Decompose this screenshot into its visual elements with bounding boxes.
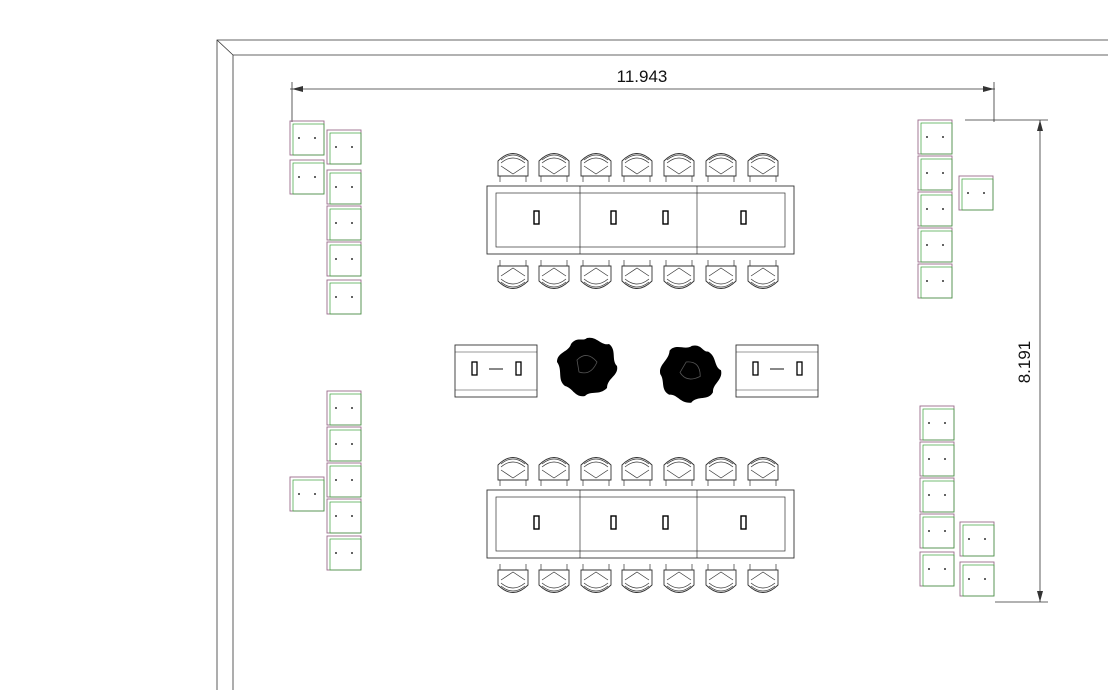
chair-icon <box>580 457 612 487</box>
top-table-chairs-south <box>497 259 779 289</box>
bottom-left-cabinet-cluster <box>289 390 362 571</box>
bottom-conference-table <box>486 489 795 559</box>
chair-icon <box>705 457 737 487</box>
chair-icon <box>497 259 529 289</box>
cabinet-icon <box>919 441 955 477</box>
chair-icon <box>580 259 612 289</box>
chair-icon <box>538 563 570 593</box>
cabinet-icon <box>326 129 362 165</box>
top-conference-table <box>486 185 795 255</box>
center-right-desk <box>735 344 819 398</box>
chair-icon <box>663 457 695 487</box>
height-dimension-line: 8.191 <box>965 119 1048 603</box>
chair-icon <box>705 563 737 593</box>
bottom-table-chairs-north <box>497 457 779 487</box>
chair-icon <box>705 259 737 289</box>
chair-icon <box>747 457 779 487</box>
plant-icon <box>647 331 732 417</box>
cabinet-icon <box>917 227 953 263</box>
bottom-table-chairs-south <box>497 563 779 593</box>
chair-icon <box>621 563 653 593</box>
cabinet-icon <box>326 535 362 571</box>
chair-icon <box>538 153 570 183</box>
cabinet-icon <box>917 119 953 155</box>
cabinet-icon <box>919 477 955 513</box>
top-table-chairs-north <box>497 153 779 183</box>
cabinet-icon <box>959 521 995 557</box>
top-left-cabinet-cluster <box>289 120 362 315</box>
bottom-right-cabinet-cluster <box>919 405 995 597</box>
cabinet-icon <box>917 263 953 299</box>
cabinet-icon <box>326 279 362 315</box>
chair-icon <box>747 259 779 289</box>
chair-icon <box>580 563 612 593</box>
cabinet-icon <box>326 241 362 277</box>
cabinet-icon <box>917 155 953 191</box>
top-right-cabinet-cluster <box>917 119 994 299</box>
cabinet-icon <box>958 175 994 211</box>
cabinet-icon <box>326 169 362 205</box>
chair-icon <box>747 563 779 593</box>
chair-icon <box>497 563 529 593</box>
cabinet-icon <box>919 405 955 441</box>
chair-icon <box>538 259 570 289</box>
cabinet-icon <box>919 513 955 549</box>
cabinet-icon <box>326 205 362 241</box>
chair-icon <box>580 153 612 183</box>
room-walls <box>216 39 1108 690</box>
cabinet-icon <box>919 551 955 587</box>
cabinet-icon <box>917 191 953 227</box>
cabinet-icon <box>326 426 362 462</box>
cabinet-icon <box>326 390 362 426</box>
cabinet-icon <box>959 561 995 597</box>
chair-icon <box>497 457 529 487</box>
width-dimension-label: 11.943 <box>617 67 668 86</box>
chair-icon <box>747 153 779 183</box>
chair-icon <box>538 457 570 487</box>
chair-icon <box>663 153 695 183</box>
chair-icon <box>621 259 653 289</box>
chair-icon <box>621 457 653 487</box>
cabinet-icon <box>289 476 325 512</box>
chair-icon <box>663 259 695 289</box>
chair-icon <box>663 563 695 593</box>
center-left-desk <box>454 344 538 398</box>
cabinet-icon <box>289 159 325 195</box>
cabinet-icon <box>326 498 362 534</box>
cabinet-icon <box>326 462 362 498</box>
chair-icon <box>497 153 529 183</box>
cabinet-icon <box>289 120 325 156</box>
width-dimension-line: 11.943 <box>290 67 995 122</box>
height-dimension-label: 8.191 <box>1015 341 1034 384</box>
plant-icon <box>556 337 618 397</box>
chair-icon <box>621 153 653 183</box>
chair-icon <box>705 153 737 183</box>
